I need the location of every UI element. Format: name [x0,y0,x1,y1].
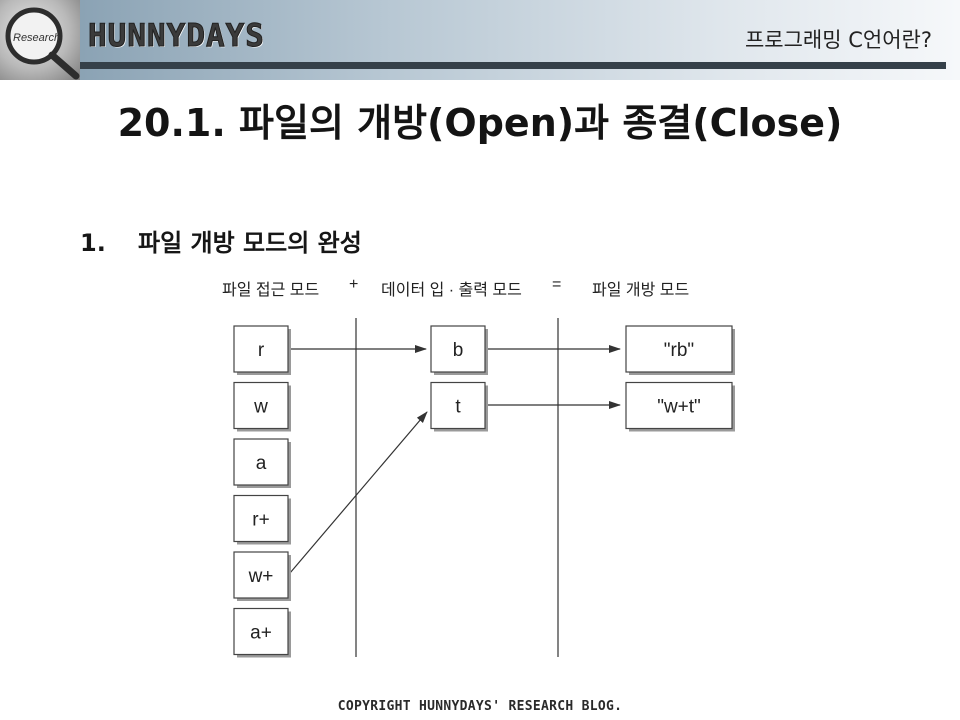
io-mode-box-label: t [455,397,461,418]
access-mode-box: a+ [233,607,291,658]
access-mode-box: r+ [233,494,291,545]
result-mode-box-label: "w+t" [657,397,701,418]
access-mode-box-frame [233,381,289,430]
access-mode-box: w+ [233,551,291,601]
section-heading: 1. 파일 개방 모드의 완성 [80,223,362,258]
result-mode-box-frame [625,325,733,373]
header-equals: = [552,276,562,293]
access-mode-box-frame [233,607,289,656]
result-mode-box: "rb" [625,325,735,375]
io-mode-box-frame [430,381,486,430]
io-mode-box-frame [430,325,486,373]
result-mode-box-label: "rb" [664,340,694,361]
access-mode-box-label: r [258,340,265,361]
header-plus: + [349,276,359,293]
access-mode-box-label: r+ [252,510,269,531]
section-title: 파일 개방 모드의 완성 [138,229,362,257]
io-mode-box: b [430,325,488,375]
access-mode-box-frame [233,494,289,543]
header-access-mode: 파일 접근 모드 [222,282,320,299]
access-mode-box-frame [233,325,289,373]
access-mode-box-label: a+ [250,623,272,644]
header-banner: Research HUNNYDAYS 프로그래밍 C언어란? [0,0,960,80]
result-mode-box-frame [625,381,733,430]
brand-name: HUNNYDAYS [88,18,265,55]
access-mode-box-label: w+ [248,566,274,587]
header-io-mode: 데이터 입 · 출력 모드 [381,282,522,299]
footer-copyright: COPYRIGHT HUNNYDAYS' RESEARCH BLOG. [337,699,623,714]
access-mode-box-frame [233,438,289,486]
access-mode-box: r [233,325,291,375]
magnifier-logo-icon: Research [0,0,80,80]
access-mode-box-frame [233,551,289,599]
arrow-wplus-to-t [289,411,428,574]
access-mode-box: w [233,381,291,432]
io-mode-box-label: b [453,340,464,361]
access-mode-box-label: w [253,397,268,418]
header-result-mode: 파일 개방 모드 [592,282,690,299]
page-title: 20.1. 파일의 개방(Open)과 종결(Close) [117,101,843,145]
access-mode-box: a [233,438,291,488]
section-number: 1. [80,229,106,257]
result-mode-box: "w+t" [625,381,735,432]
header-divider-bar [80,62,946,69]
header-subtitle: 프로그래밍 C언어란? [744,28,932,52]
io-mode-box: t [430,381,488,432]
access-mode-box-label: a [256,453,267,474]
logo-text: Research [13,32,60,44]
